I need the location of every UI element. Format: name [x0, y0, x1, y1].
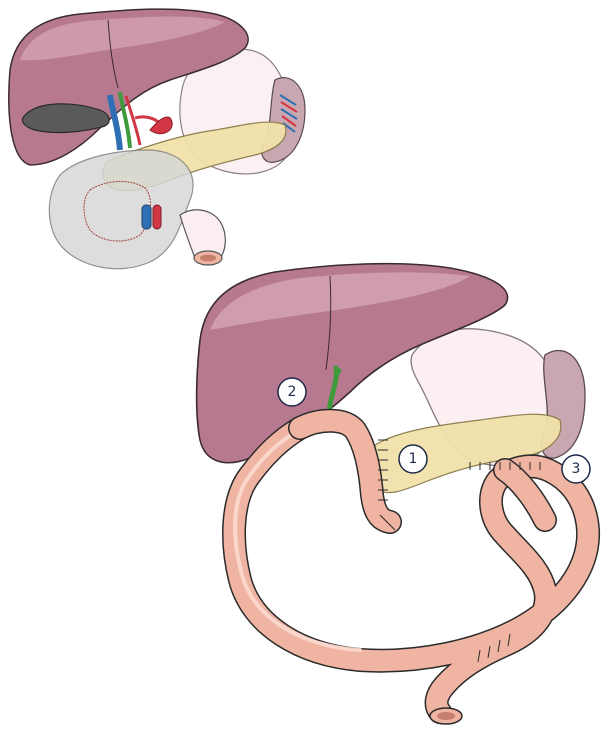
- duodenum-overlay-top: [49, 150, 193, 269]
- callout-2: 2: [278, 378, 306, 406]
- callout-2-label: 2: [288, 384, 297, 400]
- callout-1: 1: [399, 445, 427, 473]
- preoperative-anatomy: [9, 9, 305, 269]
- jejunum-stump-top: [180, 210, 225, 258]
- mesenteric-artery-top: [153, 205, 161, 229]
- callout-1-label: 1: [409, 451, 418, 467]
- callout-3: 3: [562, 455, 590, 483]
- reconstruction-anatomy: [197, 264, 588, 724]
- portal-vein-top: [142, 205, 151, 229]
- callout-3-label: 3: [572, 461, 581, 477]
